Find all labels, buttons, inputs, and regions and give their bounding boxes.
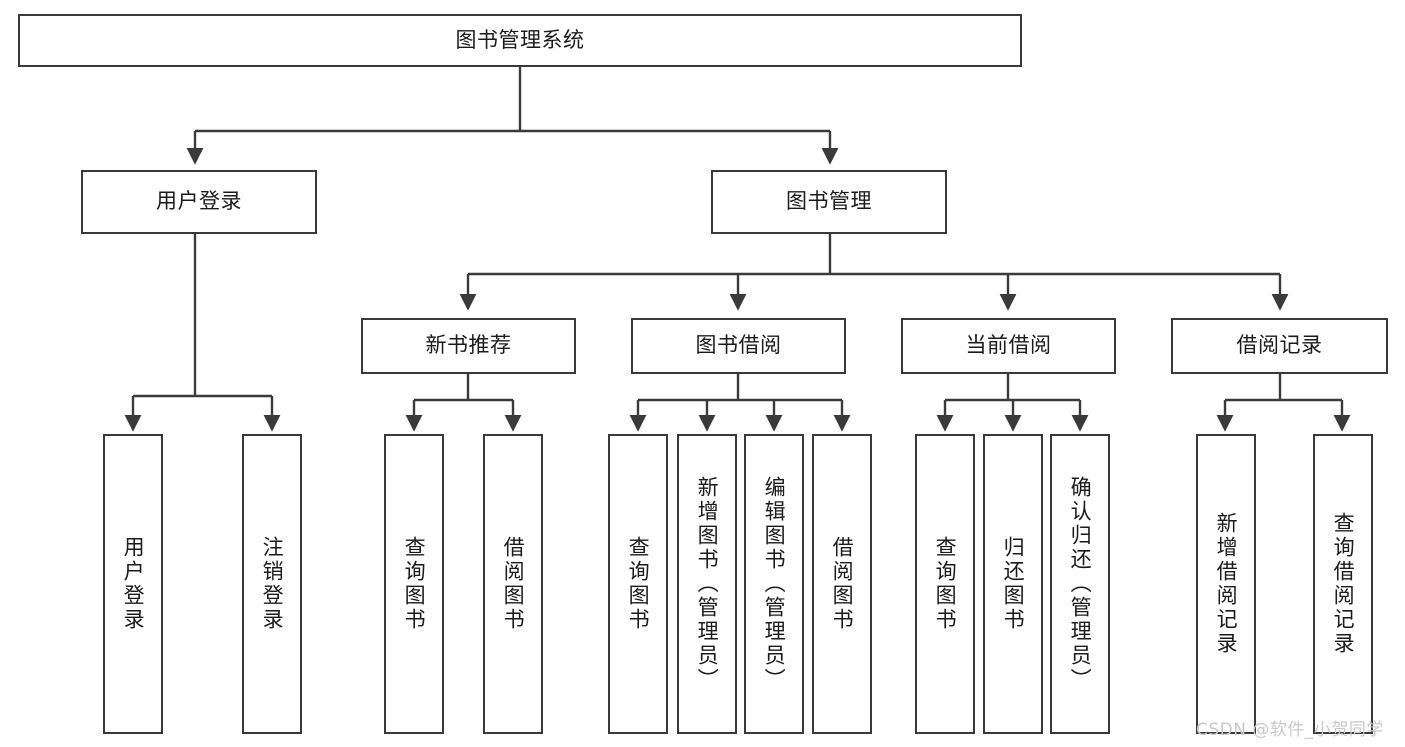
node-label: 用户登录 [156, 189, 242, 214]
node-label: 注销登录 [260, 536, 285, 632]
node-label: 新书推荐 [425, 333, 512, 358]
leaf-new-book-borrow[interactable]: 借阅图书 [483, 434, 543, 734]
node-root-book-management-system[interactable]: 图书管理系统 [18, 14, 1022, 67]
leaf-new-book-query[interactable]: 查询图书 [384, 434, 444, 734]
node-book-management[interactable]: 图书管理 [711, 170, 947, 234]
node-book-borrow[interactable]: 图书借阅 [631, 318, 846, 374]
node-label: 用户登录 [121, 536, 146, 632]
node-label: 借阅记录 [1236, 333, 1323, 358]
leaf-borrow-query-book[interactable]: 查询图书 [608, 434, 668, 734]
node-label: 查询借阅记录 [1331, 512, 1356, 656]
node-label: 归还图书 [1001, 536, 1026, 632]
leaf-current-confirm-return-admin[interactable]: 确认归还（管理员） [1050, 434, 1110, 734]
node-current-borrow[interactable]: 当前借阅 [901, 318, 1116, 374]
leaf-user-login-login[interactable]: 用户登录 [103, 434, 163, 734]
leaf-record-add-borrow-record[interactable]: 新增借阅记录 [1196, 434, 1256, 734]
node-label: 借阅图书 [501, 536, 526, 632]
leaf-borrow-add-book-admin[interactable]: 新增图书（管理员） [677, 434, 737, 734]
leaf-borrow-borrow-book[interactable]: 借阅图书 [812, 434, 872, 734]
node-borrow-record[interactable]: 借阅记录 [1171, 318, 1388, 374]
node-label: 新增借阅记录 [1214, 512, 1239, 656]
node-user-login[interactable]: 用户登录 [81, 170, 317, 234]
csdn-watermark: CSDN @软件_小贺同学 [1196, 720, 1384, 740]
leaf-borrow-edit-book-admin[interactable]: 编辑图书（管理员） [744, 434, 804, 734]
node-label: 查询图书 [933, 536, 958, 632]
leaf-record-query-borrow-record[interactable]: 查询借阅记录 [1313, 434, 1373, 734]
node-label: 图书管理 [786, 189, 872, 214]
leaf-current-return-book[interactable]: 归还图书 [983, 434, 1043, 734]
node-label: 当前借阅 [965, 333, 1052, 358]
node-label: 图书借阅 [695, 333, 782, 358]
node-label: 查询图书 [626, 536, 651, 632]
node-label: 确认归还（管理员） [1068, 476, 1093, 692]
node-label: 查询图书 [402, 536, 427, 632]
leaf-current-query-book[interactable]: 查询图书 [915, 434, 975, 734]
node-label: 编辑图书（管理员） [762, 476, 787, 692]
node-label: 新增图书（管理员） [695, 476, 720, 692]
leaf-user-login-logout[interactable]: 注销登录 [242, 434, 302, 734]
node-label: 图书管理系统 [455, 27, 585, 52]
node-new-book-recommend[interactable]: 新书推荐 [361, 318, 576, 374]
node-label: 借阅图书 [830, 536, 855, 632]
